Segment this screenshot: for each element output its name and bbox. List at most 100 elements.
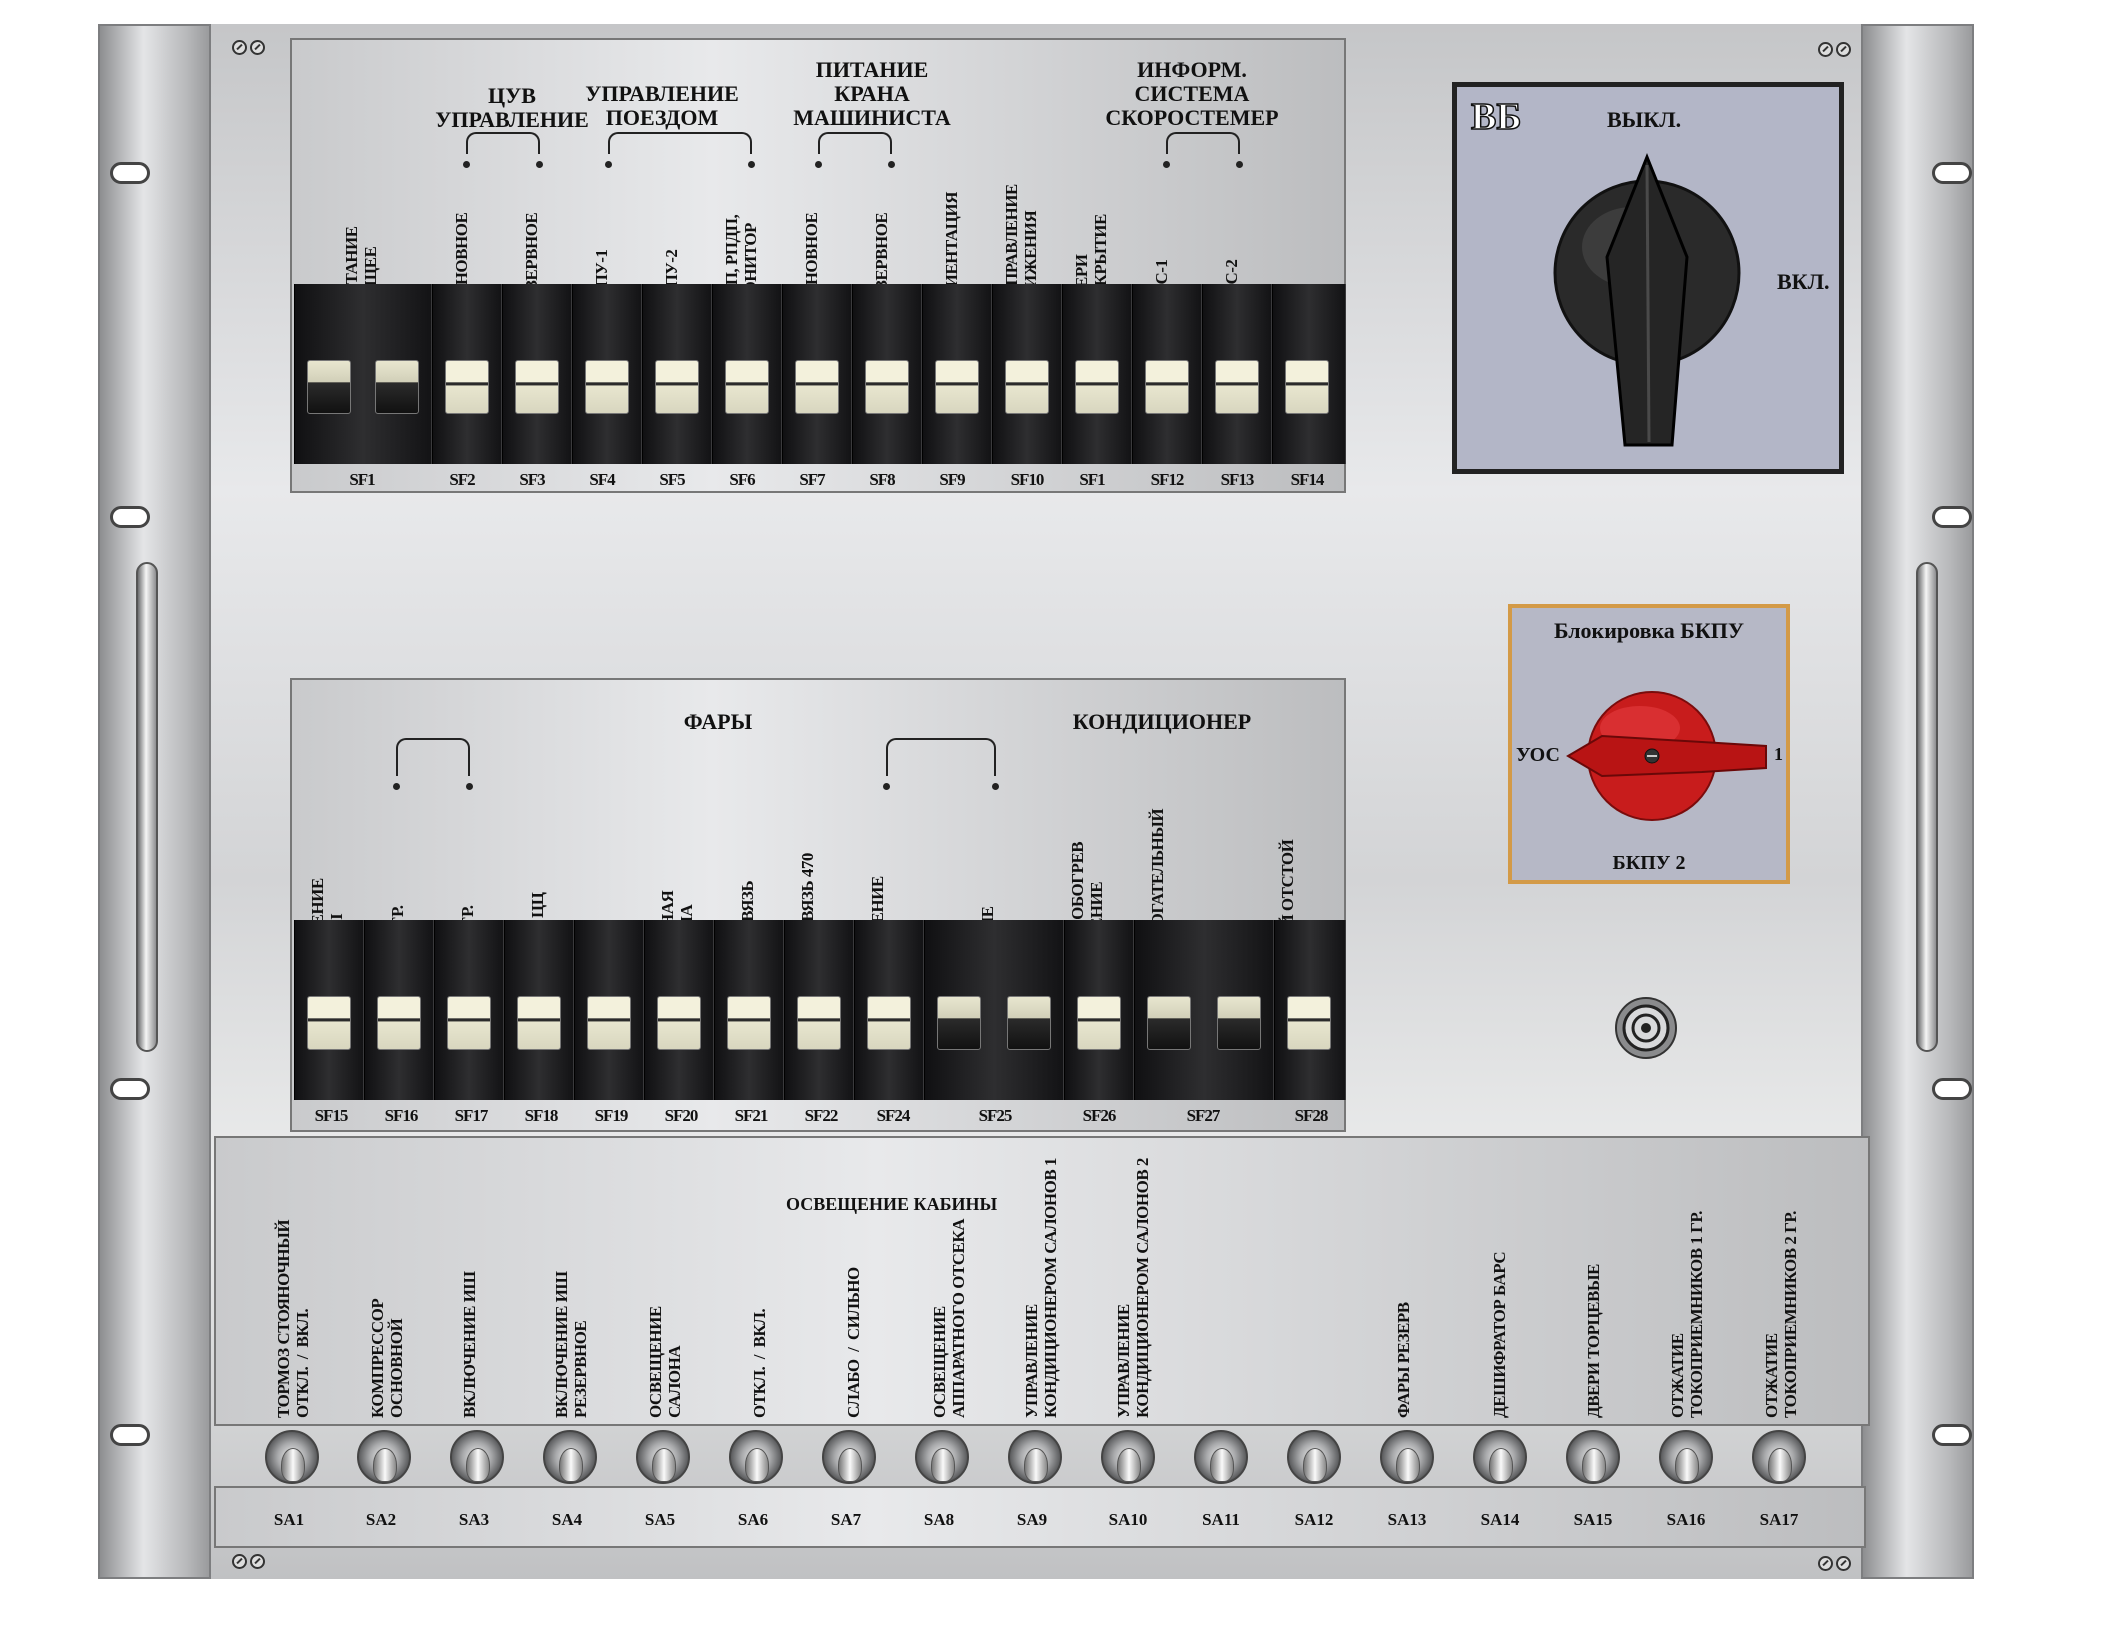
- breaker-sf5[interactable]: [642, 284, 712, 464]
- right-handle[interactable]: [1916, 562, 1938, 1052]
- breaker-lever[interactable]: [1005, 360, 1049, 414]
- breaker-sf3[interactable]: [502, 284, 572, 464]
- breaker-lever[interactable]: [935, 360, 979, 414]
- toggle-label: КОМПРЕССОР ОСНОВНОЙ: [368, 1298, 406, 1418]
- breaker-lever[interactable]: [517, 996, 561, 1050]
- breaker-lever[interactable]: [1287, 996, 1331, 1050]
- toggle-label: ВКЛЮЧЕНИЕ ИШ РЕЗЕРВНОЕ: [552, 1271, 590, 1418]
- breaker-id: SF25: [978, 1106, 1013, 1125]
- breaker-sf15[interactable]: [294, 920, 364, 1100]
- toggle-switch-sa1[interactable]: [265, 1430, 319, 1484]
- key-lock-icon[interactable]: [1614, 996, 1678, 1060]
- breaker-id: SF15: [314, 1106, 349, 1125]
- toggle-label: ОТКЛ. / ВКЛ.: [750, 1308, 769, 1418]
- breaker-sf26[interactable]: [1064, 920, 1134, 1100]
- breaker-sf11[interactable]: [1062, 284, 1132, 464]
- toggle-switch-sa6[interactable]: [729, 1430, 783, 1484]
- breaker-lever[interactable]: [1007, 996, 1051, 1050]
- breaker-sf10[interactable]: [992, 284, 1062, 464]
- left-handle[interactable]: [136, 562, 158, 1052]
- breaker-sf14[interactable]: [1272, 284, 1346, 464]
- toggle-switch-sa4[interactable]: [543, 1430, 597, 1484]
- screw-icon: [250, 40, 265, 55]
- breaker-lever[interactable]: [725, 360, 769, 414]
- breaker-lever[interactable]: [1217, 996, 1261, 1050]
- toggle-label: УПРАВЛЕНИЕ КОНДИЦИОНЕРОМ САЛОНОВ 1: [1022, 1158, 1060, 1418]
- toggle-switch-sa11[interactable]: [1194, 1430, 1248, 1484]
- breaker-lever[interactable]: [937, 996, 981, 1050]
- breaker-lever[interactable]: [587, 996, 631, 1050]
- breaker-lever[interactable]: [515, 360, 559, 414]
- breaker-lever[interactable]: [307, 360, 351, 414]
- breaker-sf19[interactable]: [574, 920, 644, 1100]
- breaker-sf18[interactable]: [504, 920, 574, 1100]
- toggle-id: SA15: [1573, 1510, 1613, 1529]
- toggle-switch-sa2[interactable]: [357, 1430, 411, 1484]
- breaker-sf22[interactable]: [784, 920, 854, 1100]
- group-bracket: [883, 738, 999, 790]
- toggle-switch-sa8[interactable]: [915, 1430, 969, 1484]
- toggle-id: SA3: [458, 1510, 490, 1529]
- group-label-driver-crane: ПИТАНИЕ КРАНА МАШИНИСТА: [793, 57, 951, 130]
- breaker-lever[interactable]: [727, 996, 771, 1050]
- breaker-lever[interactable]: [865, 360, 909, 414]
- toggle-switch-sa3[interactable]: [450, 1430, 504, 1484]
- breaker-lever[interactable]: [1075, 360, 1119, 414]
- breaker-sf16[interactable]: [364, 920, 434, 1100]
- toggle-switch-sa5[interactable]: [636, 1430, 690, 1484]
- toggle-id: SA5: [644, 1510, 676, 1529]
- breaker-lever[interactable]: [867, 996, 911, 1050]
- breaker-sf21[interactable]: [714, 920, 784, 1100]
- breaker-sf28[interactable]: [1274, 920, 1346, 1100]
- breaker-lever[interactable]: [1215, 360, 1259, 414]
- toggle-switch-sa7[interactable]: [822, 1430, 876, 1484]
- breaker-sf4[interactable]: [572, 284, 642, 464]
- toggle-switch-sa13[interactable]: [1380, 1430, 1434, 1484]
- breaker-lever[interactable]: [797, 996, 841, 1050]
- breaker-sf6[interactable]: [712, 284, 782, 464]
- breaker-lever[interactable]: [1145, 360, 1189, 414]
- toggle-switch-sa16[interactable]: [1659, 1430, 1713, 1484]
- breaker-lever[interactable]: [447, 996, 491, 1050]
- breaker-sf1[interactable]: [294, 284, 432, 464]
- breaker-lever[interactable]: [375, 360, 419, 414]
- breaker-sf25[interactable]: [924, 920, 1064, 1100]
- breaker-sf13[interactable]: [1202, 284, 1272, 464]
- breaker-lever[interactable]: [1147, 996, 1191, 1050]
- toggle-switch-sa17[interactable]: [1752, 1430, 1806, 1484]
- toggle-switch-sa14[interactable]: [1473, 1430, 1527, 1484]
- breaker-sf27[interactable]: [1134, 920, 1274, 1100]
- toggle-switch-sa12[interactable]: [1287, 1430, 1341, 1484]
- breaker-id: SF13: [1220, 470, 1255, 489]
- red-rotary-knob-icon[interactable]: [1512, 608, 1786, 880]
- breaker-lever[interactable]: [1077, 996, 1121, 1050]
- breaker-lever[interactable]: [307, 996, 351, 1050]
- toggle-switch-sa15[interactable]: [1566, 1430, 1620, 1484]
- breaker-sf9[interactable]: [922, 284, 992, 464]
- group-label-train-control: УПРАВЛЕНИЕ ПОЕЗДОМ: [585, 81, 739, 130]
- toggle-label: ФАРЫ РЕЗЕРВ: [1394, 1302, 1413, 1418]
- breaker-lever[interactable]: [445, 360, 489, 414]
- breaker-sf2[interactable]: [432, 284, 502, 464]
- breaker-sf24[interactable]: [854, 920, 924, 1100]
- breaker-sf8[interactable]: [852, 284, 922, 464]
- toggle-id: SA6: [737, 1510, 769, 1529]
- toggle-label: ОТЖАТИЕ ТОКОПРИЕМНИКОВ 2 ГР.: [1762, 1211, 1800, 1418]
- breaker-lever[interactable]: [657, 996, 701, 1050]
- breaker-lever[interactable]: [585, 360, 629, 414]
- breaker-lever[interactable]: [1285, 360, 1329, 414]
- breaker-id: SF12: [1150, 470, 1185, 489]
- breaker-sf17[interactable]: [434, 920, 504, 1100]
- toggle-switch-sa10[interactable]: [1101, 1430, 1155, 1484]
- breaker-lever[interactable]: [377, 996, 421, 1050]
- toggle-label: СЛАБО / СИЛЬНО: [844, 1267, 863, 1418]
- breaker-sf20[interactable]: [644, 920, 714, 1100]
- breaker-lever[interactable]: [655, 360, 699, 414]
- breaker-sf12[interactable]: [1132, 284, 1202, 464]
- toggle-switch-sa9[interactable]: [1008, 1430, 1062, 1484]
- breaker-lever[interactable]: [795, 360, 839, 414]
- bkpu-right-label: 1: [1774, 744, 1783, 764]
- rotary-knob-icon[interactable]: [1457, 87, 1839, 469]
- breaker-id: SF3: [519, 470, 545, 489]
- breaker-sf7[interactable]: [782, 284, 852, 464]
